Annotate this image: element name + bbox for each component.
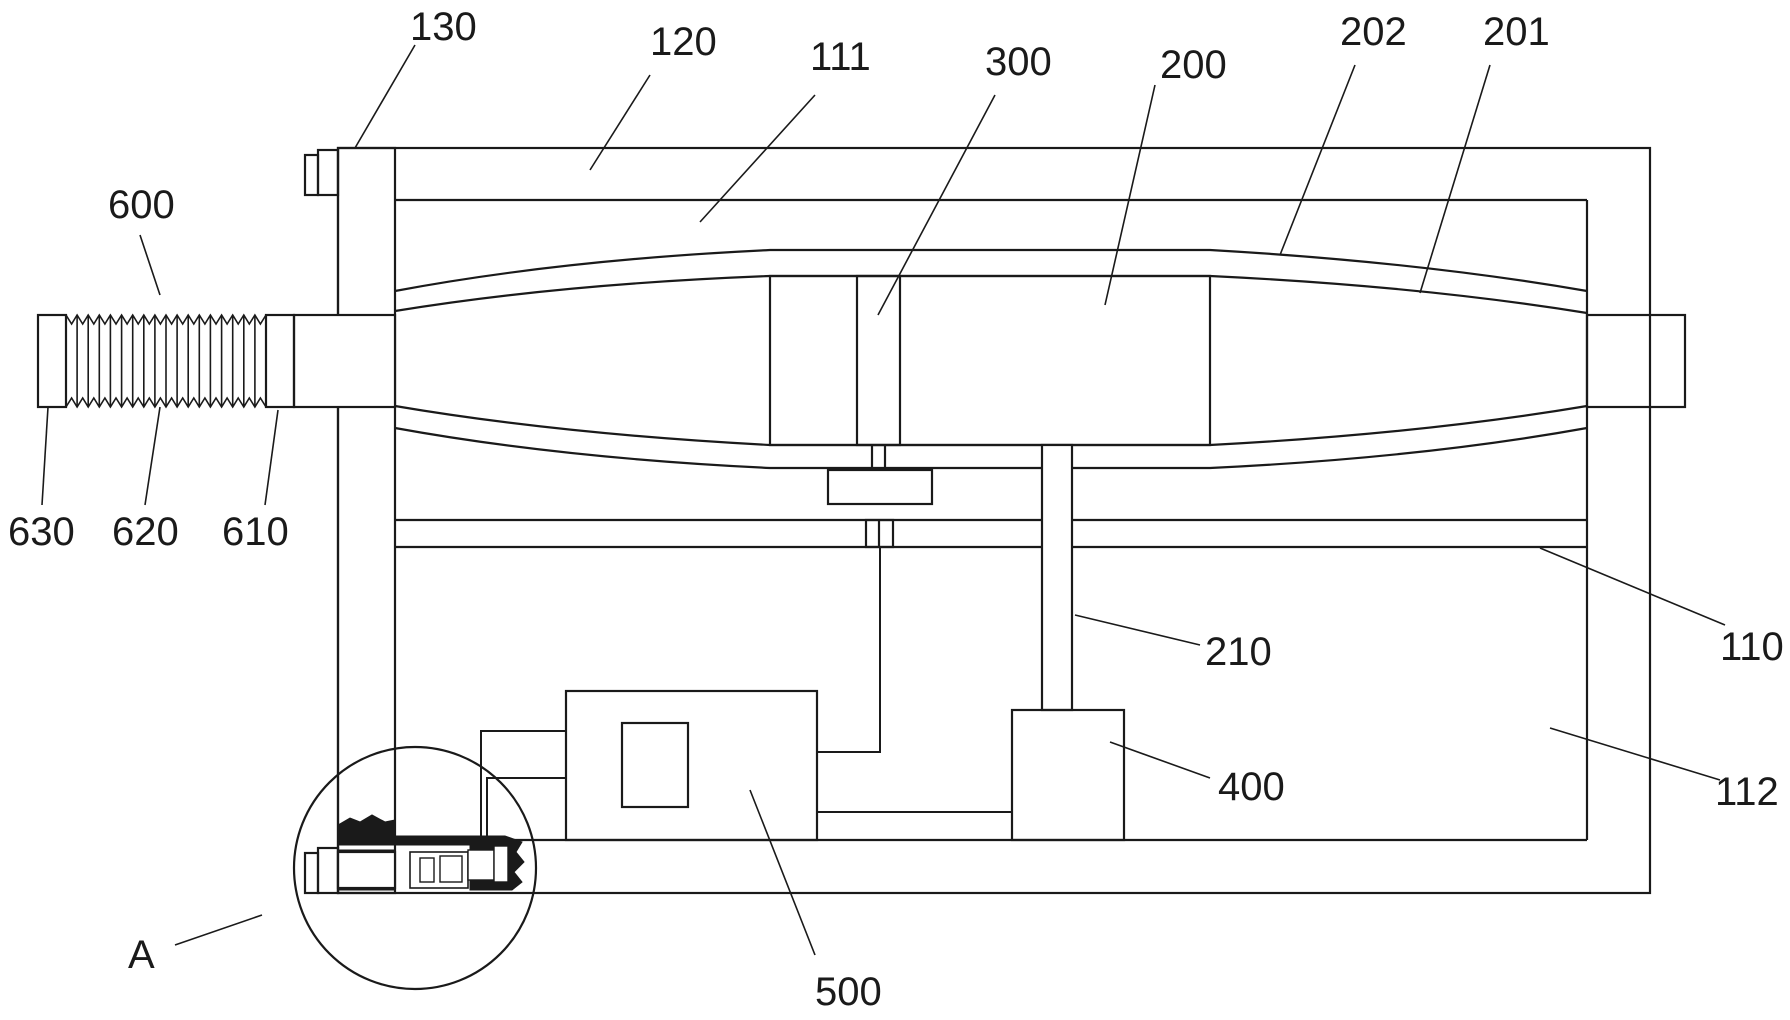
- element-300: [857, 276, 900, 445]
- label-600: 600: [108, 183, 175, 227]
- label-120: 120: [650, 20, 717, 64]
- label-112: 112: [1715, 770, 1779, 814]
- label-400: 400: [1218, 765, 1285, 809]
- cartridge-200: [770, 276, 1210, 445]
- label-300: 300: [985, 40, 1052, 84]
- label-630: 630: [8, 510, 75, 554]
- label-610: 610: [222, 510, 289, 554]
- barrel-inner-201: [395, 276, 1587, 445]
- label-202: 202: [1340, 10, 1407, 54]
- label-500: 500: [815, 970, 882, 1014]
- motor-400: [1012, 710, 1124, 840]
- shaft-210: [1042, 445, 1072, 710]
- connector-610: [266, 315, 294, 407]
- end-cap-630: [38, 315, 66, 407]
- side-panel-130: [305, 148, 395, 893]
- label-110: 110: [1720, 625, 1784, 669]
- label-130: 130: [410, 5, 477, 49]
- detail-a: [294, 747, 536, 989]
- partition-110: [395, 520, 1587, 547]
- label-210: 210: [1205, 630, 1272, 674]
- label-620: 620: [112, 510, 179, 554]
- display-window: [622, 723, 688, 807]
- label-201: 201: [1483, 10, 1550, 54]
- left-pipe: [294, 315, 395, 407]
- hose-600: [38, 315, 294, 407]
- control-box-500: [566, 691, 817, 840]
- wiring: [481, 547, 1012, 840]
- label-111: 111: [810, 35, 871, 79]
- barrel-outer-202: [395, 250, 1587, 468]
- labels: 130 120 111 300 200 202 201 600 630 620 …: [8, 5, 1784, 1014]
- label-200: 200: [1160, 43, 1227, 87]
- right-pipe: [1587, 315, 1685, 407]
- bellows-620: [66, 315, 266, 407]
- stem-flange: [828, 445, 932, 547]
- label-A: A: [128, 933, 155, 977]
